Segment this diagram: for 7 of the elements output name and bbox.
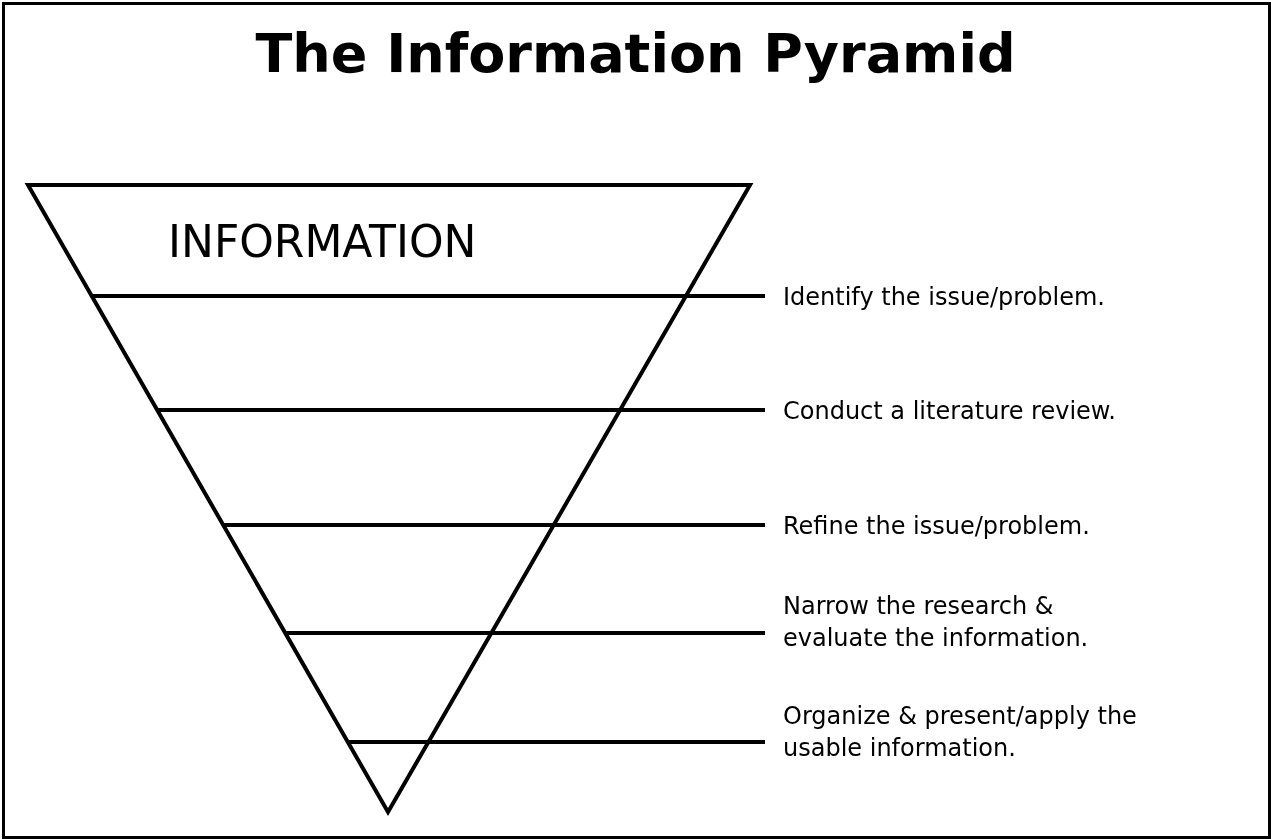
step-label: Identify the issue/problem.: [783, 282, 1106, 313]
step-label: Refine the issue/problem.: [783, 511, 1091, 542]
step-label: Conduct a literature review.: [783, 396, 1117, 427]
band-label: INFORMATION: [168, 215, 478, 269]
step-label: Organize & present/apply the usable information.: [783, 701, 1138, 765]
step-label: Narrow the research & evaluate the information.: [783, 591, 1090, 655]
diagram-title: The Information Pyramid: [254, 22, 1017, 85]
